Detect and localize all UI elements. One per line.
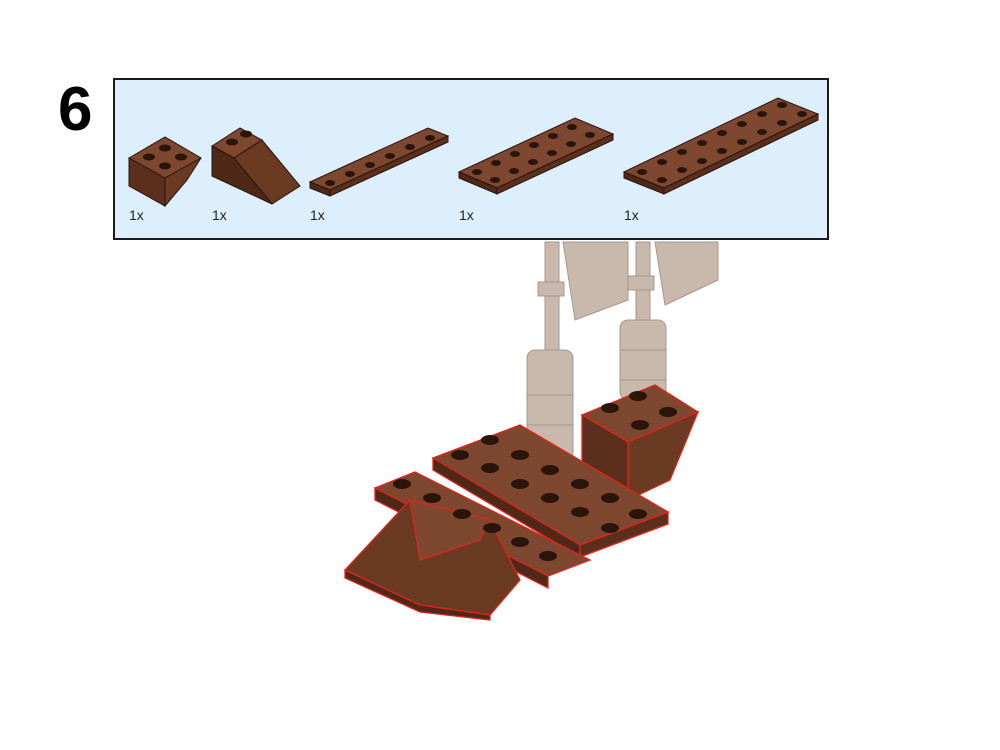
part-quantity: 1x [624,207,639,223]
plate-1x6-icon [308,127,450,197]
parts-list-panel: 1x 1x 1x [113,78,829,240]
ghost-previous-parts [526,241,719,461]
part-quantity: 1x [129,207,144,223]
part-plate-1x6: 1x [308,80,453,240]
stud-set [393,391,677,561]
part-quantity: 1x [310,207,325,223]
part-plate-2x6: 1x [457,80,617,240]
part-quantity: 1x [212,207,227,223]
part-slope: 1x [210,80,305,240]
slope-inverted-icon [127,136,203,208]
plate-2x6-icon [457,117,615,195]
part-slope-inverted: 1x [127,80,207,240]
new-parts-brown [343,384,700,621]
slope-brick-icon [211,127,301,205]
step-number: 6 [58,75,93,144]
plate-2x8-icon [622,97,820,195]
part-plate-2x8: 1x [622,80,822,240]
part-quantity: 1x [459,207,474,223]
